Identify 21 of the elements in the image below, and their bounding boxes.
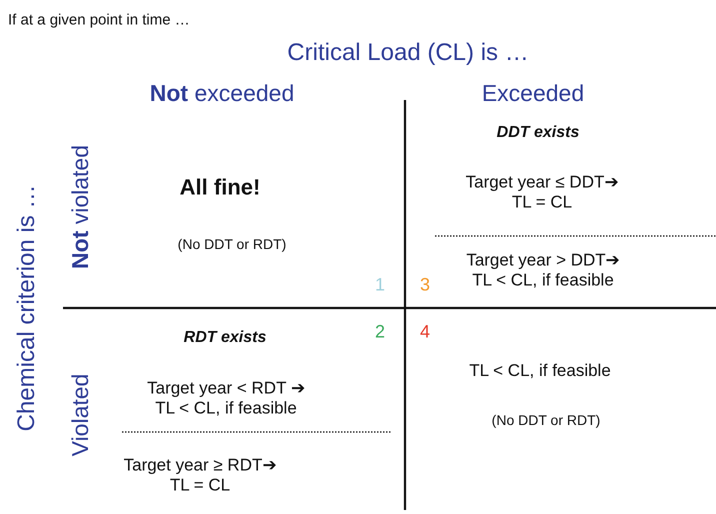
rule-text: Target year ≥ RDT➔ TL = CL	[122, 455, 278, 495]
note-text: (No DDT or RDT)	[178, 236, 286, 252]
row-header: Not violated	[66, 145, 94, 269]
column-header: Not exceeded	[150, 80, 294, 106]
axis-title: Critical Load (CL) is …	[287, 39, 529, 67]
quadrant-number: 3	[420, 274, 430, 296]
quadrant-number: 2	[375, 322, 385, 342]
quadrant-number: 4	[420, 322, 430, 342]
rule-text: Target year ≤ DDT➔ TL = CL	[464, 172, 620, 212]
note-text: (No DDT or RDT)	[492, 412, 600, 428]
quadrant-statement: All fine!	[180, 174, 260, 200]
axis-title: Chemical criterion is …	[13, 184, 41, 432]
intro-text: If at a given point in time …	[8, 11, 190, 29]
rule-text: Target year > DDT➔ TL < CL, if feasible	[465, 250, 621, 290]
quadrant-heading: RDT exists	[184, 328, 266, 348]
row-header: Violated	[66, 374, 94, 456]
rule-text: Target year < RDT ➔ TL < CL, if feasible	[146, 378, 306, 418]
column-header: Exceeded	[482, 80, 584, 106]
quadrant-number: 1	[375, 274, 385, 296]
quadrant-heading: DDT exists	[496, 124, 580, 142]
rule-text: TL < CL, if feasible	[469, 361, 611, 381]
